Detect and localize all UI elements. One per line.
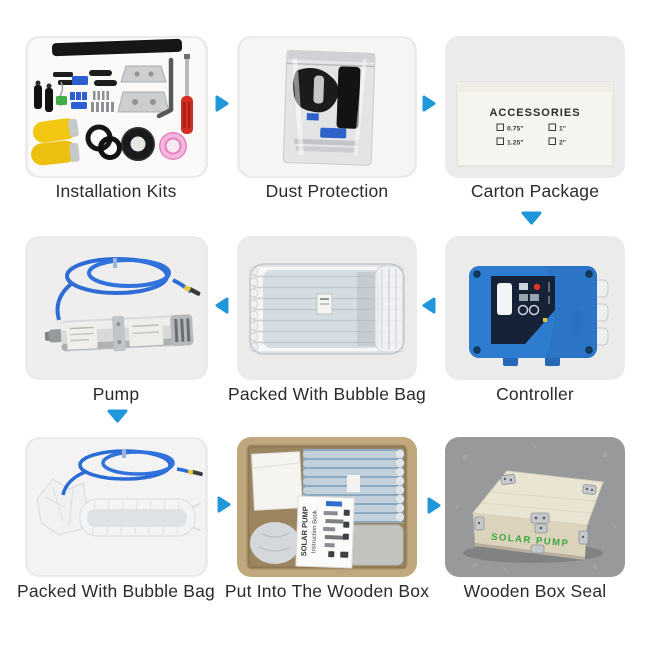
arrow-right-icon <box>422 95 436 112</box>
arrow-right-icon <box>427 497 441 514</box>
step-label-carton-package: Carton Package <box>470 181 600 201</box>
pump-photo <box>28 238 205 378</box>
wrapped-pump-photo <box>28 439 205 575</box>
installation-kits-photo <box>28 38 205 176</box>
checkbox-option: 2" <box>559 140 566 147</box>
arrow-left-icon <box>215 297 229 314</box>
step-label-pump: Pump <box>92 384 140 404</box>
step-label-put-into-wooden-box: Put Into The Wooden Box <box>224 581 430 601</box>
arrow-down-icon <box>107 409 128 423</box>
dust-protection-photo <box>240 38 414 176</box>
step-card-installation-kits <box>25 36 208 178</box>
step-label-installation-kits: Installation Kits <box>55 181 177 201</box>
accessories-title: ACCESSORIES <box>489 107 580 119</box>
bubble-bag-photo <box>249 263 405 355</box>
step-card-wooden-box-open: SOLAR PUMP Instruction Book <box>237 437 417 577</box>
step-card-carton-package: ACCESSORIES 0.75" 1" 1.25" 2" <box>445 36 625 178</box>
book-subtitle: Instruction Book <box>311 509 319 553</box>
arrow-right-icon <box>217 496 231 513</box>
step-card-dust-protection <box>237 36 417 178</box>
step-label-packed-bubble-bag: Packed With Bubble Bag <box>228 384 426 404</box>
step-card-packed-bubble-bag-2 <box>25 437 208 577</box>
wooden-box-interior-photo: SOLAR PUMP Instruction Book <box>237 437 417 577</box>
book-title: SOLAR PUMP <box>299 506 310 556</box>
checkbox-option: 1" <box>559 126 566 133</box>
arrow-down-icon <box>521 211 542 225</box>
step-card-packed-bubble-bag <box>237 236 417 380</box>
sealed-wooden-box-photo: SOLAR PUMP <box>445 437 625 577</box>
step-label-packed-bubble-bag-2: Packed With Bubble Bag <box>17 581 215 601</box>
step-card-pump <box>25 236 208 380</box>
arrow-right-icon <box>215 95 229 112</box>
arrow-left-icon <box>422 297 436 314</box>
checkbox-option: 0.75" <box>507 126 523 133</box>
carton-package-photo: ACCESSORIES 0.75" 1" 1.25" 2" <box>456 81 614 167</box>
step-card-wooden-box-sealed: SOLAR PUMP <box>445 437 625 577</box>
controller-photo <box>469 266 609 366</box>
step-label-controller: Controller <box>496 384 574 404</box>
checkbox-option: 1.25" <box>507 140 523 147</box>
step-label-dust-protection: Dust Protection <box>265 181 389 201</box>
step-card-controller <box>445 236 625 380</box>
step-label-wooden-box-seal: Wooden Box Seal <box>463 581 607 601</box>
